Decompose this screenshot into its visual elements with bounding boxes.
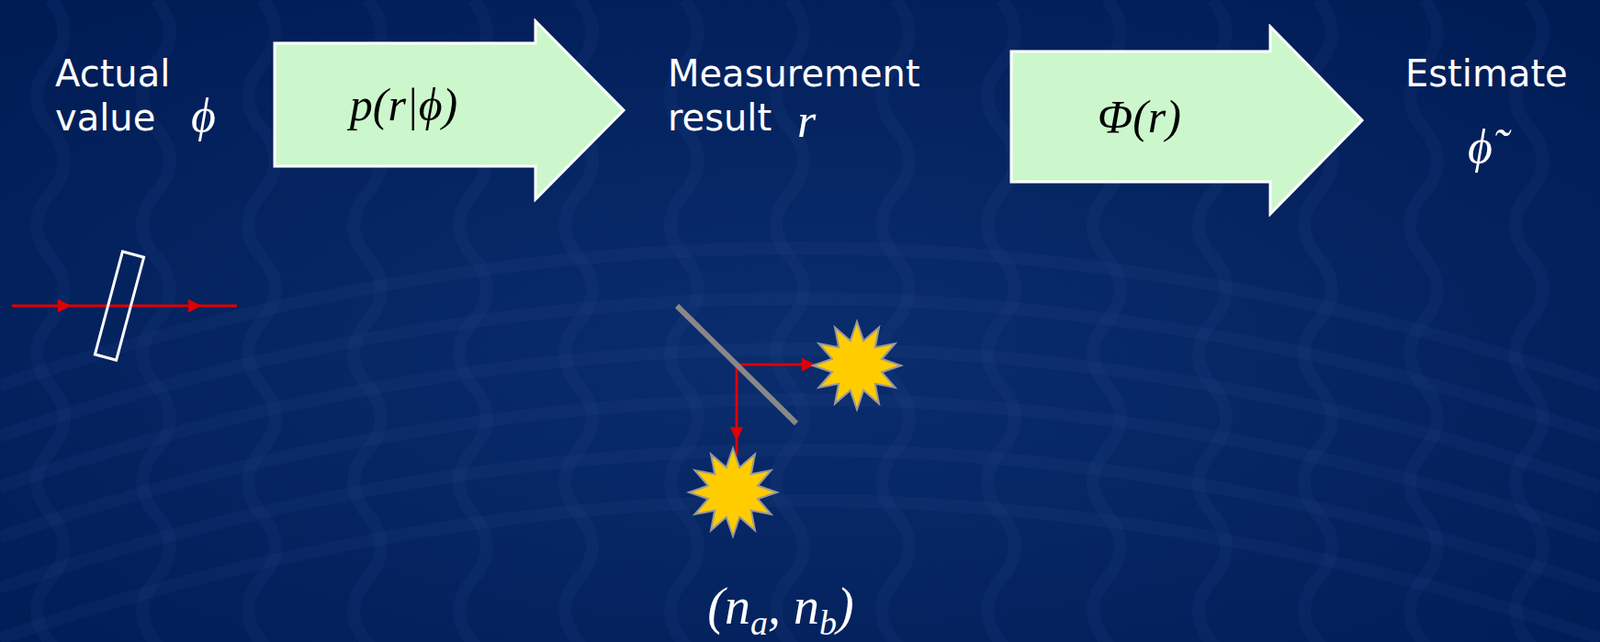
detector-flash xyxy=(688,448,778,537)
wave xyxy=(1409,0,1438,642)
count-symbol: (n xyxy=(707,577,751,635)
arrow-outline xyxy=(1011,26,1363,215)
wave xyxy=(247,0,276,642)
arrow-outline xyxy=(274,21,624,200)
process-arrow: p(r|ϕ) xyxy=(271,18,627,203)
wave xyxy=(0,500,1600,639)
formula: p(r|ϕ) xyxy=(349,78,458,131)
beam-splitter-setup xyxy=(676,305,902,537)
wave xyxy=(1515,0,1544,642)
formula: Φ(r) xyxy=(1097,90,1182,143)
variable-symbol: r xyxy=(797,95,816,147)
stage-label: Estimate xyxy=(1405,51,1568,96)
subscript: b xyxy=(819,603,837,642)
detector-flash xyxy=(812,321,902,410)
subscript: a xyxy=(750,603,768,642)
arrow-shape xyxy=(1008,23,1365,217)
wave xyxy=(881,0,910,642)
beam xyxy=(11,304,65,308)
wave xyxy=(36,0,65,642)
variable-symbol: ϕ xyxy=(191,90,216,142)
process-arrow: Φ(r) xyxy=(1008,23,1365,217)
stage-label: Actual value xyxy=(55,51,193,140)
variable-symbol: ϕ̃ xyxy=(1467,121,1493,173)
beam xyxy=(736,363,809,367)
detector-counts: (na, nb) xyxy=(707,576,854,642)
beam xyxy=(735,433,739,455)
phase-plate xyxy=(94,251,144,361)
count-symbol: , n xyxy=(767,577,820,635)
count-symbol: ) xyxy=(836,577,855,635)
beam xyxy=(735,364,739,434)
phase-shifter xyxy=(11,251,237,361)
beam-splitter xyxy=(676,305,797,424)
beam xyxy=(194,304,237,308)
